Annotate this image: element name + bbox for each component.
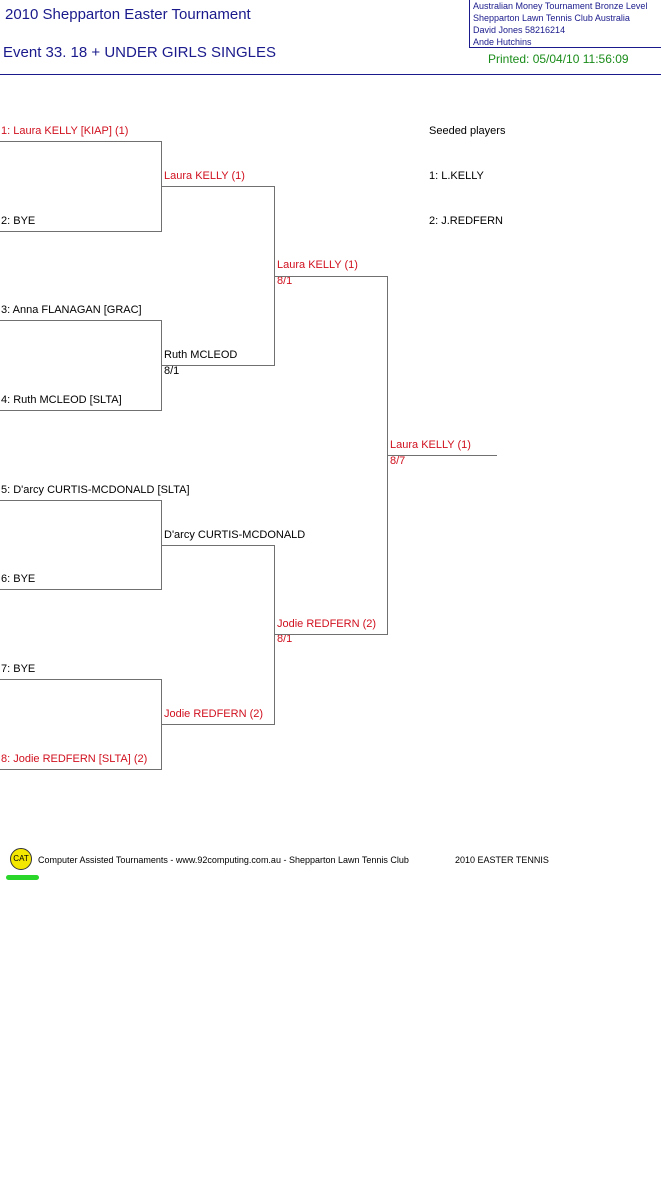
semifinal-winner-1: Laura KELLY (1) <box>277 259 358 271</box>
draw-entry-1: 1: Laura KELLY [KIAP] (1) <box>1 125 129 137</box>
bracket-line <box>274 545 275 725</box>
cat-logo: CAT <box>10 848 32 870</box>
round2-winner-2: Ruth MCLEOD <box>164 349 238 361</box>
seeded-player-2: 2: J.REDFERN <box>429 215 503 227</box>
draw-entry-8: 8: Jodie REDFERN [SLTA] (2) <box>1 753 148 765</box>
bracket-line <box>274 634 388 635</box>
bracket-line <box>161 545 275 546</box>
footer-credit: Computer Assisted Tournaments - www.92co… <box>38 855 409 865</box>
seeded-player-1: 1: L.KELLY <box>429 170 484 182</box>
bracket-line <box>0 500 162 501</box>
bracket-line <box>0 589 162 590</box>
round2-winner-1: Laura KELLY (1) <box>164 170 245 182</box>
final-score: 8/7 <box>390 455 406 467</box>
info-line: Shepparton Lawn Tennis Club Australia <box>473 13 630 23</box>
info-line: David Jones 58216214 <box>473 25 566 35</box>
bracket-line <box>0 320 162 321</box>
bracket-line <box>0 410 162 411</box>
tournament-title: 2010 Shepparton Easter Tournament <box>5 6 251 23</box>
bracket-line <box>0 141 162 142</box>
champion-name: Laura KELLY (1) <box>390 439 471 451</box>
draw-entry-2: 2: BYE <box>1 215 36 227</box>
draw-entry-4: 4: Ruth MCLEOD [SLTA] <box>1 394 122 406</box>
logo-underline <box>6 875 39 880</box>
bracket-line <box>274 276 388 277</box>
info-line: Ande Hutchins <box>473 37 532 47</box>
bracket-line <box>0 231 162 232</box>
bracket-line <box>161 365 275 366</box>
bracket-line <box>161 724 275 725</box>
bracket-line <box>161 186 275 187</box>
bracket-line <box>387 455 497 456</box>
info-line: Australian Money Tournament Bronze Level <box>473 1 648 11</box>
semifinal-winner-2: Jodie REDFERN (2) <box>277 618 377 630</box>
semifinal-score-1: 8/1 <box>277 275 293 287</box>
draw-entry-7: 7: BYE <box>1 663 36 675</box>
header-divider <box>0 74 661 75</box>
draw-entry-6: 6: BYE <box>1 573 36 585</box>
draw-entry-5: 5: D'arcy CURTIS-MCDONALD [SLTA] <box>1 484 190 496</box>
seeded-heading: Seeded players <box>429 125 506 137</box>
draw-entry-3: 3: Anna FLANAGAN [GRAC] <box>1 304 142 316</box>
semifinal-score-2: 8/1 <box>277 633 293 645</box>
round2-winner-4: Jodie REDFERN (2) <box>164 708 264 720</box>
footer-event: 2010 EASTER TENNIS <box>455 855 549 865</box>
round2-score-2: 8/1 <box>164 365 180 377</box>
tournament-info-box: Australian Money Tournament Bronze Level… <box>469 0 661 48</box>
event-title: Event 33. 18 + UNDER GIRLS SINGLES <box>3 44 277 61</box>
printed-timestamp: Printed: 05/04/10 11:56:09 <box>488 52 629 66</box>
bracket-line <box>0 769 162 770</box>
round2-winner-3: D'arcy CURTIS-MCDONALD <box>164 529 306 541</box>
bracket-line <box>0 679 162 680</box>
